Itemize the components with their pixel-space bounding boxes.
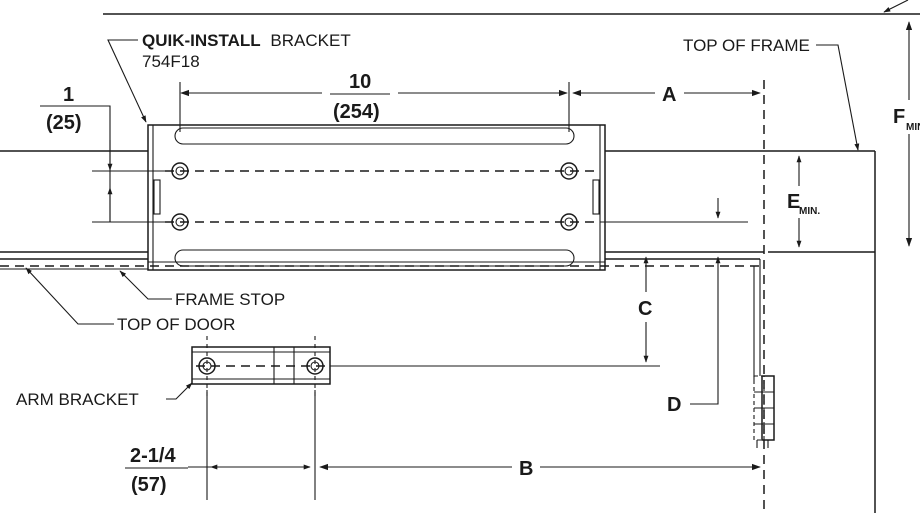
arm-bracket-hole [306, 357, 324, 375]
dimension-d-label: D [667, 394, 681, 416]
dimension-a-label: A [662, 84, 676, 106]
frame-outline [0, 150, 876, 513]
arm-bracket-text: ARM BRACKET [16, 390, 139, 409]
quik-install-bold-text: QUIK-INSTALL [142, 31, 261, 50]
dimension-slot-spacing-mm: (254) [333, 101, 380, 123]
top-of-frame-label: TOP OF FRAME [683, 36, 860, 151]
top-reference-line [103, 0, 920, 15]
bracket-part-number: 754F18 [142, 52, 200, 71]
dimension-e-label: E [787, 191, 800, 213]
dimension-hole-offset-in: 1 [63, 84, 74, 106]
arm-bracket [191, 336, 331, 396]
bracket-hole [171, 213, 189, 231]
dimension-c: C [330, 256, 660, 367]
top-of-frame-text: TOP OF FRAME [683, 36, 810, 55]
arm-bracket-hole [198, 357, 216, 375]
dimension-hole-offset-mm: (25) [46, 112, 82, 134]
dimension-e: E MIN. [787, 155, 820, 248]
dimension-hole-offset: 1 (25) [40, 84, 165, 223]
bracket-word-text: BRACKET [270, 31, 350, 50]
bracket-hole [560, 213, 578, 231]
quik-install-bracket [147, 124, 606, 271]
svg-text:QUIK-INSTALL BRACKET: QUIK-INSTALL BRACKET [142, 31, 351, 50]
dimension-arm-hole-spacing-in: 2-1/4 [130, 445, 176, 467]
dimension-arm-hole-spacing-mm: (57) [131, 474, 167, 496]
dimension-f-subscript: MIN [906, 122, 920, 133]
dimension-arm-hole-spacing: 2-1/4 (57) [125, 445, 311, 496]
frame-stop-label: FRAME STOP [119, 270, 285, 309]
top-of-door-label: TOP OF DOOR [25, 267, 235, 334]
dimension-b-label: B [519, 458, 533, 480]
top-of-door-text: TOP OF DOOR [117, 315, 235, 334]
dimension-b: B [319, 458, 761, 480]
frame-stop-text: FRAME STOP [175, 290, 285, 309]
dimension-c-label: C [638, 298, 652, 320]
dimension-d-upper [600, 198, 748, 223]
bracket-hole [560, 162, 578, 180]
upper-slot [174, 127, 575, 145]
dimension-slot-spacing: 10 (254) [179, 71, 570, 132]
dimension-a: A [572, 84, 761, 106]
bracket-hole [171, 162, 189, 180]
dimension-slot-spacing-in: 10 [349, 71, 371, 93]
lower-slot [174, 249, 575, 267]
closer-arm-detail [753, 375, 775, 448]
dimension-e-subscript: MIN. [799, 206, 820, 217]
dimension-d: D [667, 256, 721, 416]
arm-bracket-label: ARM BRACKET [16, 382, 193, 409]
dimension-f: F MIN [890, 21, 920, 247]
quik-install-bracket-label: QUIK-INSTALL BRACKET 754F18 [107, 31, 351, 123]
dimension-f-label: F [893, 106, 905, 128]
